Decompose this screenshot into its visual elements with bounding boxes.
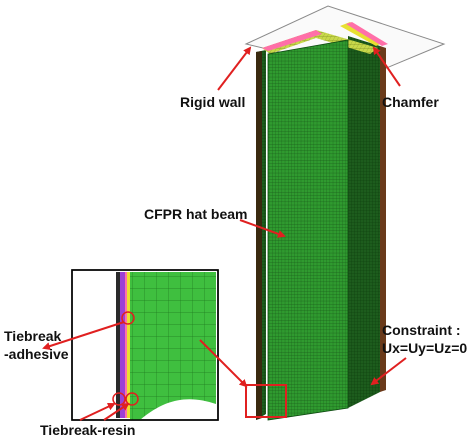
arrow-inset-detail — [199, 339, 248, 388]
inset-locator-box — [245, 384, 287, 418]
arrow-chamfer — [372, 46, 401, 87]
inset-detail-panel — [71, 269, 219, 421]
label-tiebreak-adhesive-line1: Tiebreak — [4, 328, 62, 344]
beam-back-walls — [256, 36, 386, 420]
label-tiebreak-adhesive-line2: -adhesive — [4, 346, 69, 362]
annotation-arrows — [42, 46, 407, 421]
arrow-rigid-wall — [217, 46, 252, 91]
label-constraint-line1: Constraint : — [382, 322, 461, 338]
label-constraint-line2: Ux=Uy=Uz=0 — [382, 340, 468, 356]
label-chamfer: Chamfer — [382, 94, 439, 110]
arrow-tiebreak-resin-left — [79, 402, 116, 421]
label-rigid-wall: Rigid wall — [180, 94, 246, 110]
arrow-beam — [239, 219, 286, 238]
arrow-constraint — [370, 357, 407, 386]
beam-top-chamfer — [262, 22, 388, 54]
arrow-tiebreak-adhesive — [42, 321, 125, 350]
label-beam: CFPR hat beam — [144, 206, 248, 222]
beam-front-face — [267, 39, 349, 421]
arrow-tiebreak-resin-right — [103, 402, 130, 421]
label-tiebreak-resin: Tiebreak-resin — [40, 422, 136, 438]
